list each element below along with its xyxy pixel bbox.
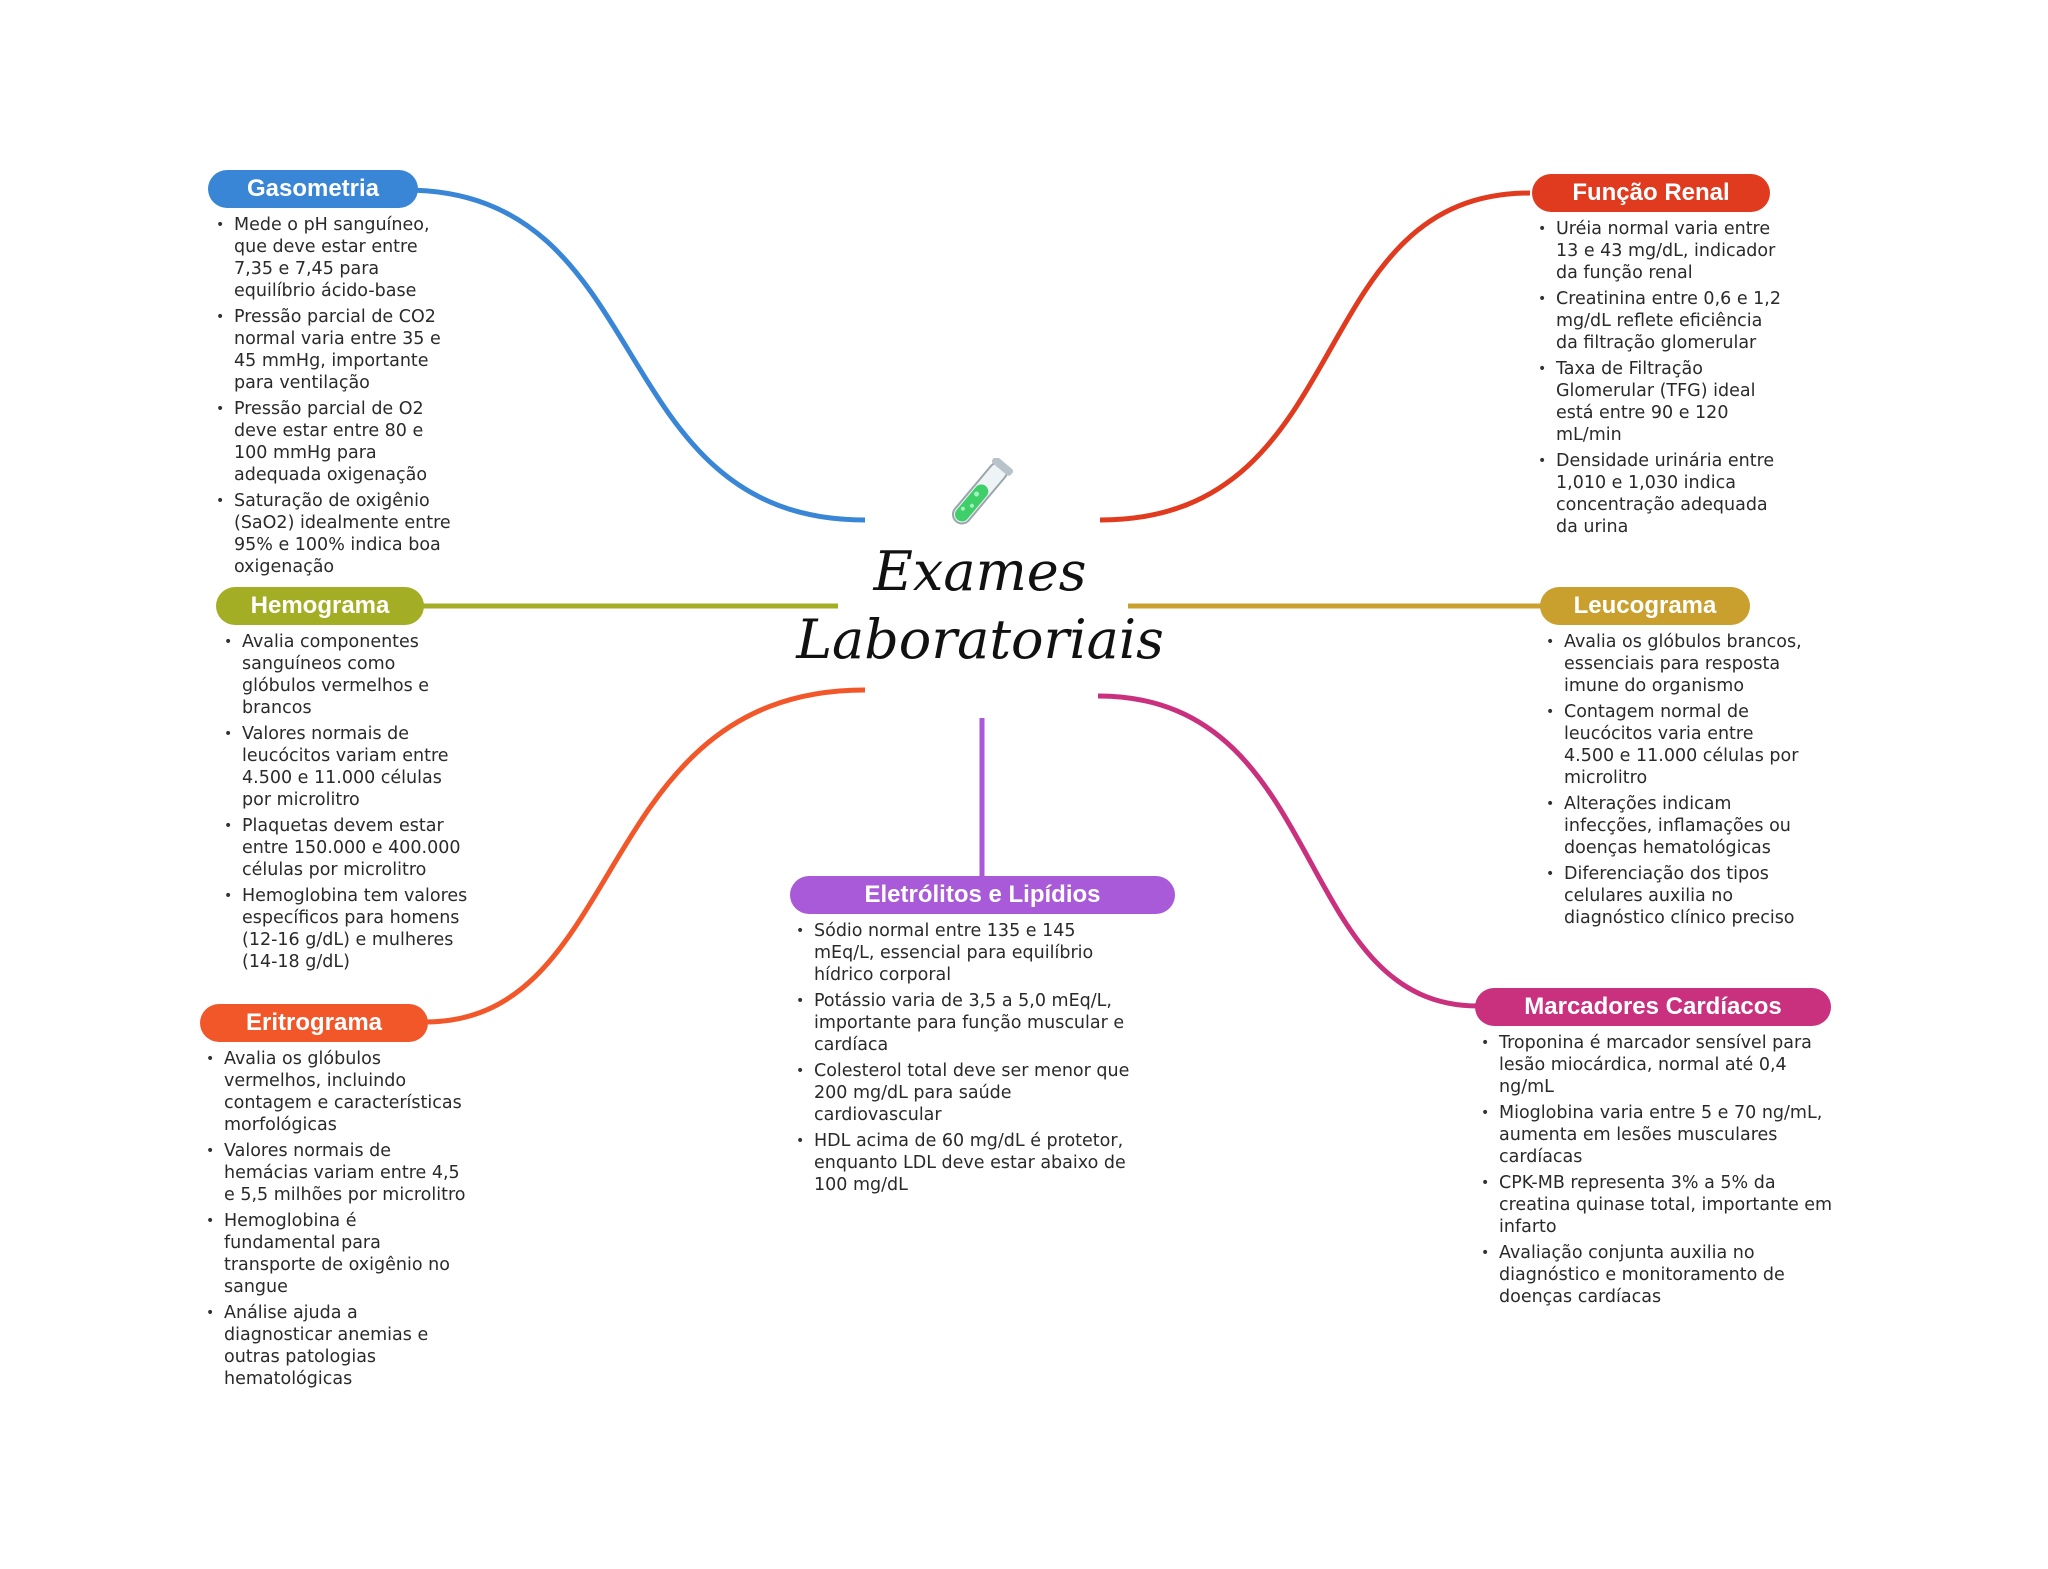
topic-marcadores-label[interactable]: Marcadores Cardíacos: [1475, 988, 1831, 1026]
list-item: Creatinina entre 0,6 e 1,2 mg/dL reflete…: [1538, 288, 1788, 354]
list-item: Mioglobina varia entre 5 e 70 ng/mL, aum…: [1481, 1102, 1833, 1168]
list-item: Valores normais de leucócitos variam ent…: [224, 723, 469, 811]
list-item: Valores normais de hemácias variam entre…: [206, 1140, 471, 1206]
list-item: Hemoglobina é fundamental para transport…: [206, 1210, 471, 1298]
list-item: Avalia componentes sanguíneos como glóbu…: [224, 631, 469, 719]
list-item: Hemoglobina tem valores específicos para…: [224, 885, 469, 973]
topic-eritrograma-label[interactable]: Eritrograma: [200, 1004, 428, 1042]
connector-marcadores: [1097, 693, 1479, 1009]
central-title-line1: Exames: [873, 540, 1087, 603]
list-item: Avalia os glóbulos brancos, essenciais p…: [1546, 631, 1808, 697]
topic-hemograma-label[interactable]: Hemograma: [216, 587, 424, 625]
connector-funcao-renal: [1099, 190, 1531, 523]
list-item: Alterações indicam infecções, inflamaçõe…: [1546, 793, 1808, 859]
list-item: Análise ajuda a diagnosticar anemias e o…: [206, 1302, 471, 1390]
marcadores-list: Troponina é marcador sensível para lesão…: [1481, 1032, 1833, 1312]
eritrograma-list: Avalia os glóbulos vermelhos, incluindo …: [206, 1048, 471, 1394]
topic-gasometria-label[interactable]: Gasometria: [208, 170, 418, 208]
list-item: Sódio normal entre 135 e 145 mEq/L, esse…: [796, 920, 1136, 986]
list-item: Saturação de oxigênio (SaO2) idealmente …: [216, 490, 461, 578]
central-title: Exames Laboratoriais: [770, 538, 1190, 674]
list-item: Potássio varia de 3,5 a 5,0 mEq/L, impor…: [796, 990, 1136, 1056]
list-item: Mede o pH sanguíneo, que deve estar entr…: [216, 214, 461, 302]
list-item: Plaquetas devem estar entre 150.000 e 40…: [224, 815, 469, 881]
test-tube-icon: [952, 458, 1014, 525]
gasometria-list: Mede o pH sanguíneo, que deve estar entr…: [216, 214, 461, 582]
connector-gasometria: [404, 187, 866, 523]
central-topic: Exames Laboratoriais: [770, 458, 1190, 698]
connector-eritrograma: [424, 687, 866, 1025]
topic-eletrolitos-label[interactable]: Eletrólitos e Lipídios: [790, 876, 1175, 914]
list-item: Pressão parcial de O2 deve estar entre 8…: [216, 398, 461, 486]
list-item: Avaliação conjunta auxilia no diagnóstic…: [1481, 1242, 1833, 1308]
list-item: Pressão parcial de CO2 normal varia entr…: [216, 306, 461, 394]
hemograma-list: Avalia componentes sanguíneos como glóbu…: [224, 631, 469, 977]
list-item: CPK-MB representa 3% a 5% da creatina qu…: [1481, 1172, 1833, 1238]
eletrolitos-list: Sódio normal entre 135 e 145 mEq/L, esse…: [796, 920, 1136, 1200]
list-item: Avalia os glóbulos vermelhos, incluindo …: [206, 1048, 471, 1136]
topic-leucograma-label[interactable]: Leucograma: [1540, 587, 1750, 625]
list-item: HDL acima de 60 mg/dL é protetor, enquan…: [796, 1130, 1136, 1196]
list-item: Taxa de Filtração Glomerular (TFG) ideal…: [1538, 358, 1788, 446]
list-item: Troponina é marcador sensível para lesão…: [1481, 1032, 1833, 1098]
topic-funcao-renal-label[interactable]: Função Renal: [1532, 174, 1770, 212]
list-item: Contagem normal de leucócitos varia entr…: [1546, 701, 1808, 789]
funcao-renal-list: Uréia normal varia entre 13 e 43 mg/dL, …: [1538, 218, 1788, 542]
list-item: Colesterol total deve ser menor que 200 …: [796, 1060, 1136, 1126]
list-item: Uréia normal varia entre 13 e 43 mg/dL, …: [1538, 218, 1788, 284]
list-item: Densidade urinária entre 1,010 e 1,030 i…: [1538, 450, 1788, 538]
leucograma-list: Avalia os glóbulos brancos, essenciais p…: [1546, 631, 1808, 933]
list-item: Diferenciação dos tipos celulares auxili…: [1546, 863, 1808, 929]
central-title-line2: Laboratoriais: [796, 608, 1164, 671]
